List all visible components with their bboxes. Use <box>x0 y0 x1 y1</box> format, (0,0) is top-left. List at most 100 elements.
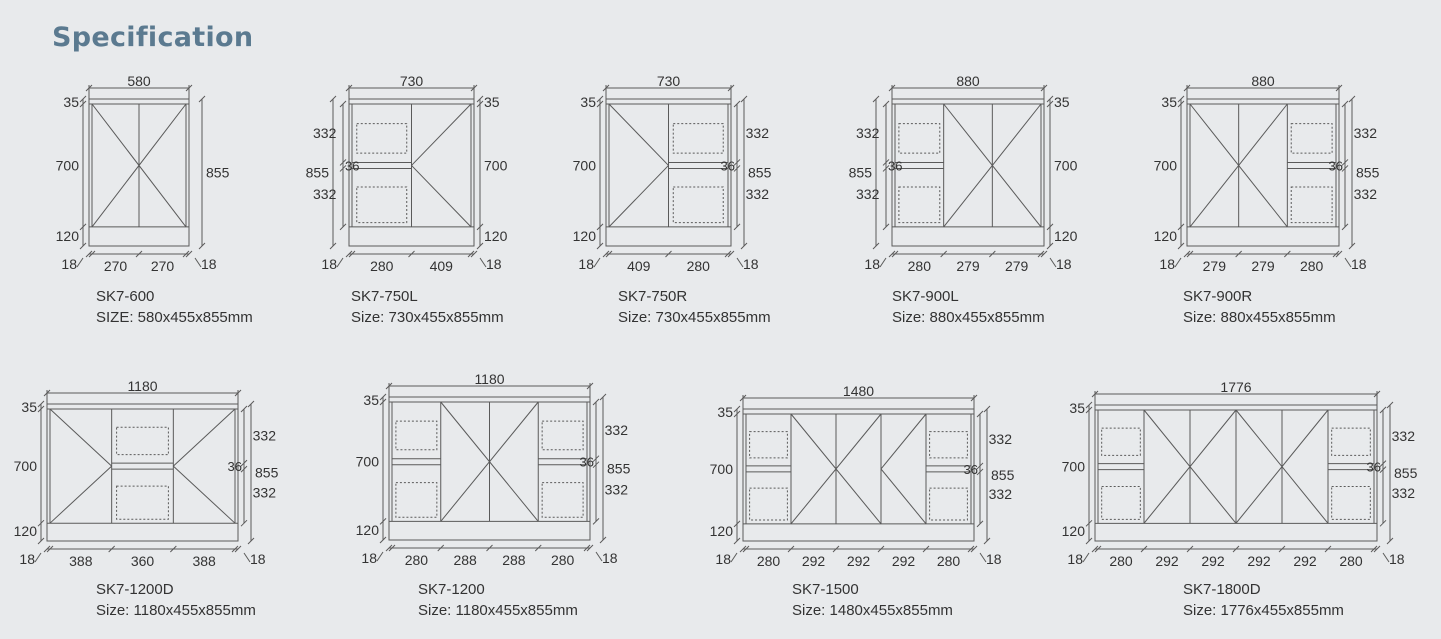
dimension-tick <box>1379 460 1387 468</box>
dimension-tick <box>1341 223 1349 231</box>
edge-thickness-label: 18 <box>1351 256 1367 272</box>
dimension-tick <box>882 159 890 166</box>
drawer-height-label: 332 <box>605 482 629 498</box>
dimension-tick <box>1085 406 1093 414</box>
dimension-tick <box>586 382 594 390</box>
dimension-tick <box>1348 242 1356 250</box>
dimension-tick <box>169 545 177 553</box>
drawer-front <box>116 485 169 520</box>
module-width-label: 279 <box>1251 258 1275 274</box>
dimension-tick <box>408 250 415 258</box>
model-size: Size: 880x455x855mm <box>892 309 1045 326</box>
body-height-label: 700 <box>356 454 380 470</box>
model-code: SK7-1200 <box>418 581 485 598</box>
edge-thickness-label: 18 <box>201 256 217 272</box>
overall-height-label: 855 <box>748 165 772 181</box>
body-height-label: 700 <box>56 157 80 173</box>
module-width-label: 280 <box>1339 553 1363 569</box>
dimension-tick <box>43 545 51 553</box>
drawer-height-label: 332 <box>313 125 337 141</box>
model-code: SK7-600 <box>96 288 155 305</box>
dimension-tick <box>602 84 610 92</box>
drawer-height-label: 332 <box>1392 485 1416 501</box>
top-thickness-label: 35 <box>63 94 79 110</box>
width-label: 880 <box>1251 73 1275 89</box>
dimension-tick <box>727 84 735 92</box>
dimension-tick <box>37 405 45 413</box>
drawer-front <box>1331 427 1371 456</box>
dimension-tick <box>602 250 610 258</box>
module-width-label: 280 <box>908 258 932 274</box>
cabinet-outline <box>1094 404 1378 542</box>
module-width-label: 270 <box>151 258 175 274</box>
width-label: 730 <box>657 73 681 89</box>
plinth-height-label: 120 <box>484 228 508 244</box>
drawer-height-label: 332 <box>605 422 629 438</box>
edge-leader <box>376 551 384 562</box>
edge-thickness-label: 18 <box>250 551 266 567</box>
dimension-tick <box>583 544 591 552</box>
dimension-tick <box>922 545 930 553</box>
dimension-tick <box>1235 250 1243 258</box>
body-height-label: 700 <box>573 157 597 173</box>
edge-leader <box>593 257 601 268</box>
door-hinge-mark <box>49 408 113 467</box>
dimension-tick <box>198 95 206 103</box>
module-width-label: 279 <box>1005 258 1029 274</box>
model-size: SIZE: 580x455x855mm <box>96 309 253 326</box>
dimension-tick <box>1085 537 1093 545</box>
dimension-tick <box>592 455 600 463</box>
dimension-tick <box>339 100 347 108</box>
dimension-tick <box>1177 95 1185 103</box>
module-width-label: 388 <box>69 553 93 569</box>
edge-leader <box>736 257 744 268</box>
overall-height-label: 855 <box>607 461 631 477</box>
dimension-tick <box>733 520 741 528</box>
door-hinge-mark <box>91 103 187 228</box>
dimension-tick <box>733 405 741 413</box>
dimension-tick <box>882 223 890 231</box>
drawer-front <box>749 431 788 459</box>
edge-thickness-label: 18 <box>986 551 1002 567</box>
dimension-tick <box>379 518 387 525</box>
edge-leader <box>979 552 987 563</box>
dimension-tick <box>1186 250 1194 258</box>
edge-leader <box>730 552 738 563</box>
dimension-tick <box>1046 242 1054 250</box>
dimension-tick <box>967 545 975 553</box>
door-hinge-mark <box>440 401 539 522</box>
module-width-label: 409 <box>430 258 454 274</box>
width-label: 580 <box>127 73 151 89</box>
plinth-height-label: 120 <box>56 228 80 244</box>
body-height-label: 700 <box>1054 157 1078 173</box>
drawer-front <box>898 123 941 154</box>
dimension-tick <box>185 250 193 258</box>
cabinet-outline <box>348 98 475 247</box>
dimension-tick <box>198 242 206 250</box>
edge-thickness-label: 18 <box>361 550 377 566</box>
dimension-tick <box>1091 390 1099 398</box>
dimension-tick <box>37 519 45 527</box>
edge-leader <box>1082 552 1090 563</box>
dimension-tick <box>379 393 387 401</box>
edge-thickness-label: 18 <box>1159 256 1175 272</box>
dimension-tick <box>1379 519 1387 527</box>
drawer-height-label: 332 <box>1354 125 1378 141</box>
dimension-tick <box>983 537 991 545</box>
model-code: SK7-750L <box>351 288 418 305</box>
dimension-tick <box>592 518 600 525</box>
dimension-tick <box>891 250 899 258</box>
dimension-tick <box>988 250 996 258</box>
model-size: Size: 1180x455x855mm <box>418 602 578 619</box>
edge-thickness-label: 18 <box>743 256 759 272</box>
dimension-tick <box>733 410 741 418</box>
model-size: Size: 1776x455x855mm <box>1183 602 1344 619</box>
dimension-tick <box>596 100 604 108</box>
dimension-tick <box>983 405 991 413</box>
dimension-tick <box>1046 100 1054 108</box>
